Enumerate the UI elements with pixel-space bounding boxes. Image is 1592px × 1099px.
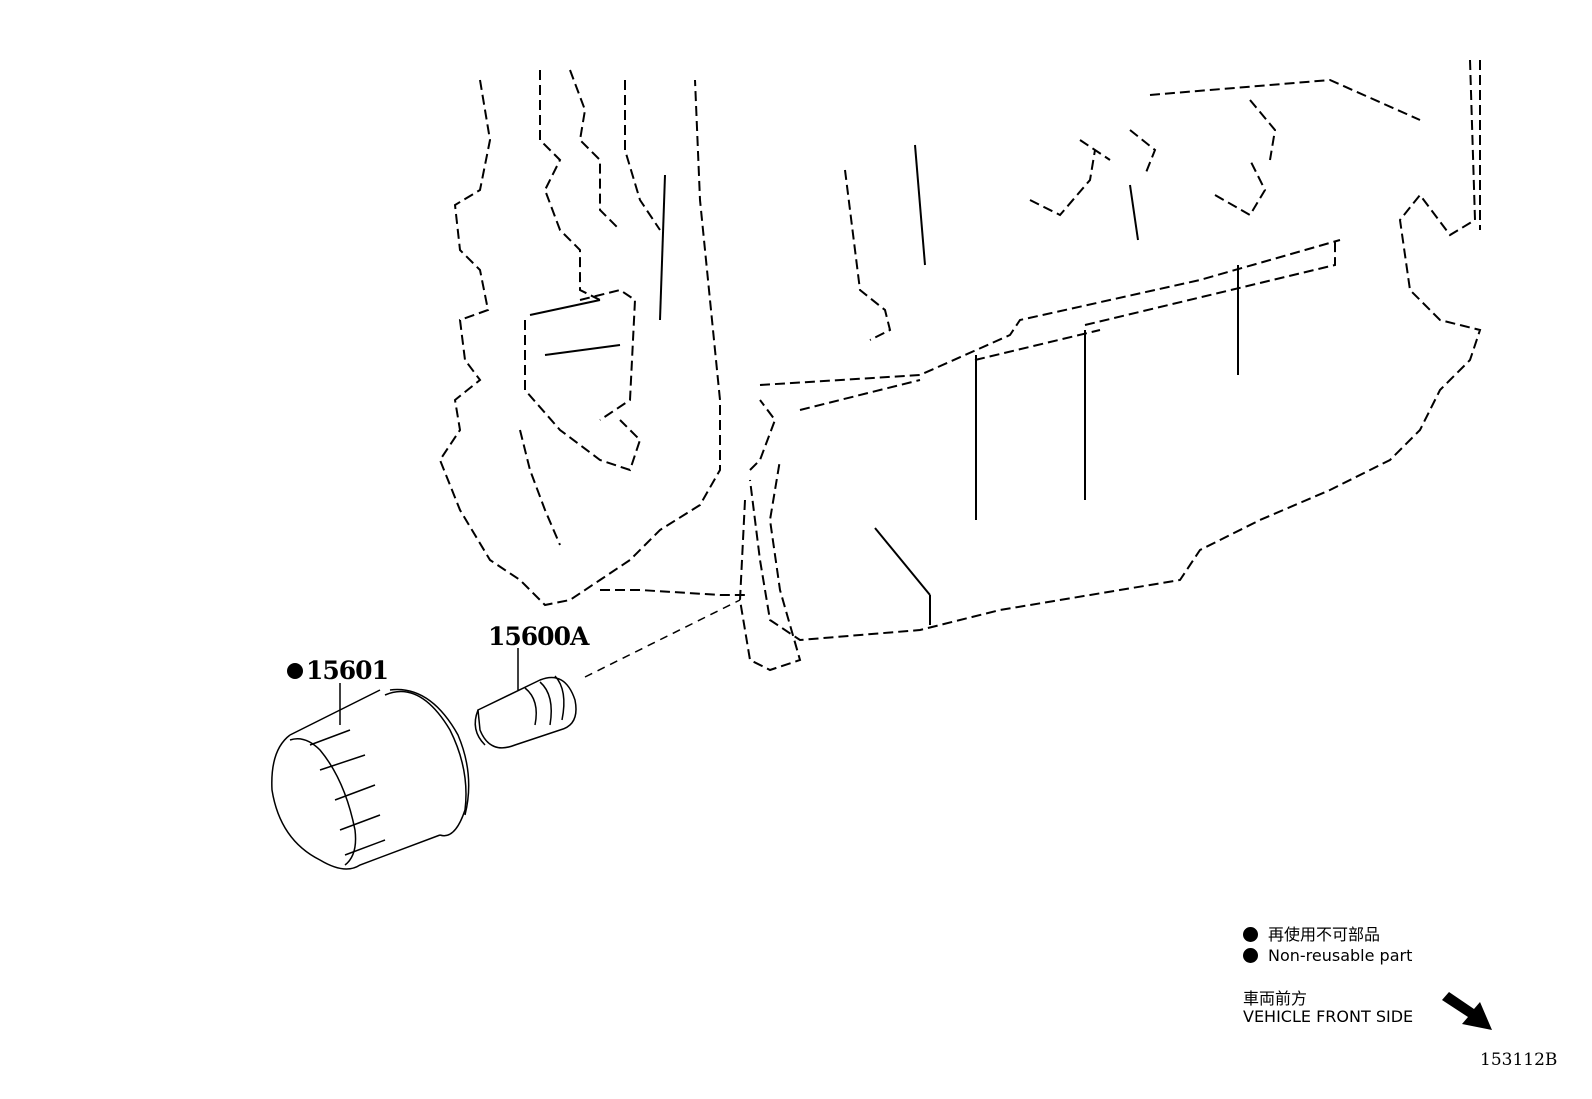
non-reusable-dot-icon [287,663,303,679]
legend-front-ja: 車両前方 [1243,989,1308,1008]
part-callout-15601[interactable]: 15601 [287,656,389,685]
part-callout-15600a[interactable]: 15600A [488,622,589,651]
legend-non-reusable-en: Non-reusable part [1243,946,1412,965]
legend-front-en: VEHICLE FRONT SIDE [1243,1007,1414,1026]
bullet-dot-icon [1243,948,1258,963]
bullet-dot-icon [1243,927,1258,942]
part-number: 15601 [306,656,389,685]
install-guide-line [584,599,741,678]
engine-block-outline [438,59,1482,672]
front-arrow-icon [1442,992,1492,1030]
oil-filter-illustration [271,683,470,870]
illustration-id: 153112B [1480,1050,1558,1070]
engine-solid-lines [529,144,1239,625]
legend-non-reusable-ja: 再使用不可部品 [1243,921,1380,945]
part-number: 15600A [488,622,589,651]
union-bolt-illustration [474,648,577,749]
